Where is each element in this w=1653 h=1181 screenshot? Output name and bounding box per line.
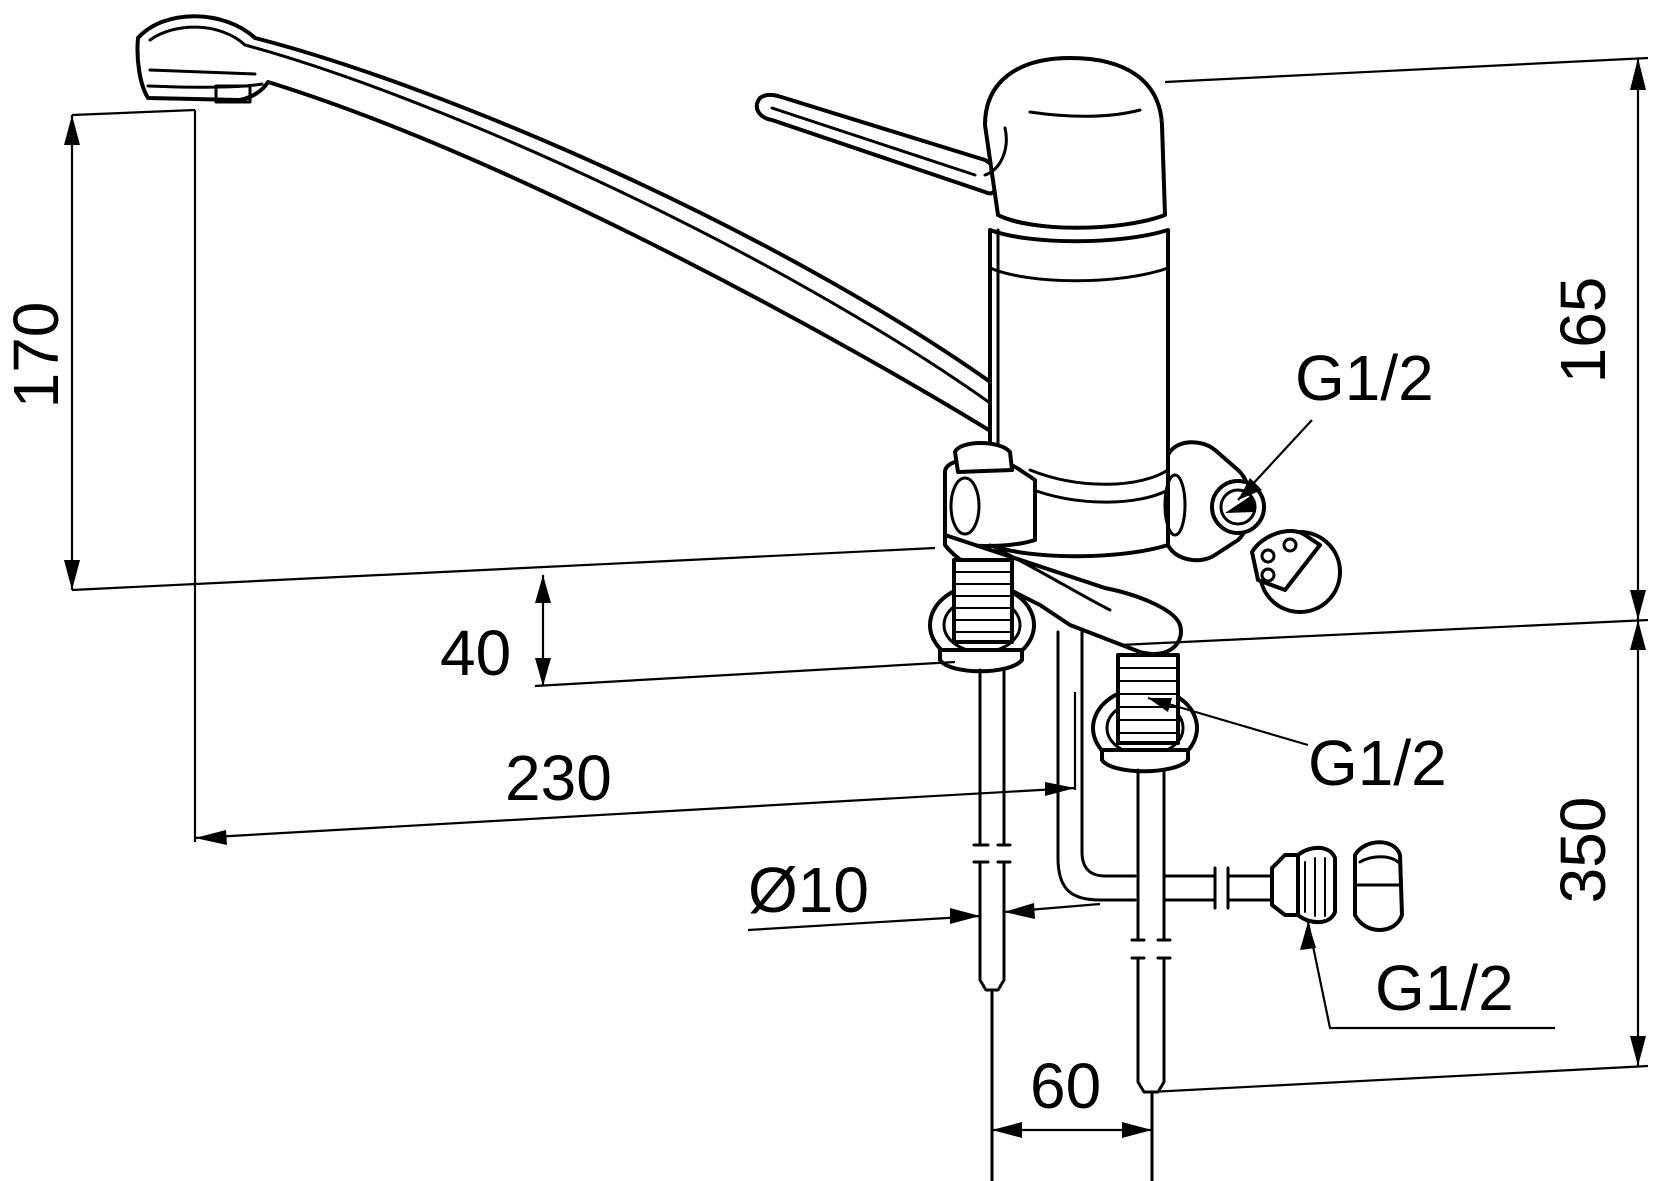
mixer-body xyxy=(988,228,1170,559)
side-outlet-fitting xyxy=(1163,440,1266,563)
left-shank xyxy=(928,558,1036,1181)
dim-label-diameter-10: Ø10 xyxy=(748,854,869,926)
faucet-drawing xyxy=(135,14,1404,1181)
dim-label-230: 230 xyxy=(505,742,612,814)
mixer-cap xyxy=(983,56,1167,230)
dimension-lines xyxy=(64,56,1649,1138)
lever-handle xyxy=(754,92,1001,196)
spout xyxy=(135,14,1033,444)
dim-label-40: 40 xyxy=(440,617,511,689)
pipe-connector xyxy=(1270,840,1404,932)
dim-label-60: 60 xyxy=(1030,1050,1101,1122)
dim-label-165: 165 xyxy=(1547,277,1619,384)
bent-pipe xyxy=(1056,630,1277,910)
dim-label-350: 350 xyxy=(1547,797,1619,904)
dim-label-170: 170 xyxy=(0,302,72,409)
right-shank xyxy=(1091,653,1199,1181)
thread-label-side-outlet: G1/2 xyxy=(1295,342,1434,414)
dimension-labels: 170 40 230 165 350 Ø10 60 G1/2 G1/2 G1/2 xyxy=(0,277,1619,1122)
outlet-nut xyxy=(1250,529,1342,614)
thread-label-shank: G1/2 xyxy=(1308,727,1447,799)
thread-label-pipe-connector: G1/2 xyxy=(1375,952,1514,1024)
